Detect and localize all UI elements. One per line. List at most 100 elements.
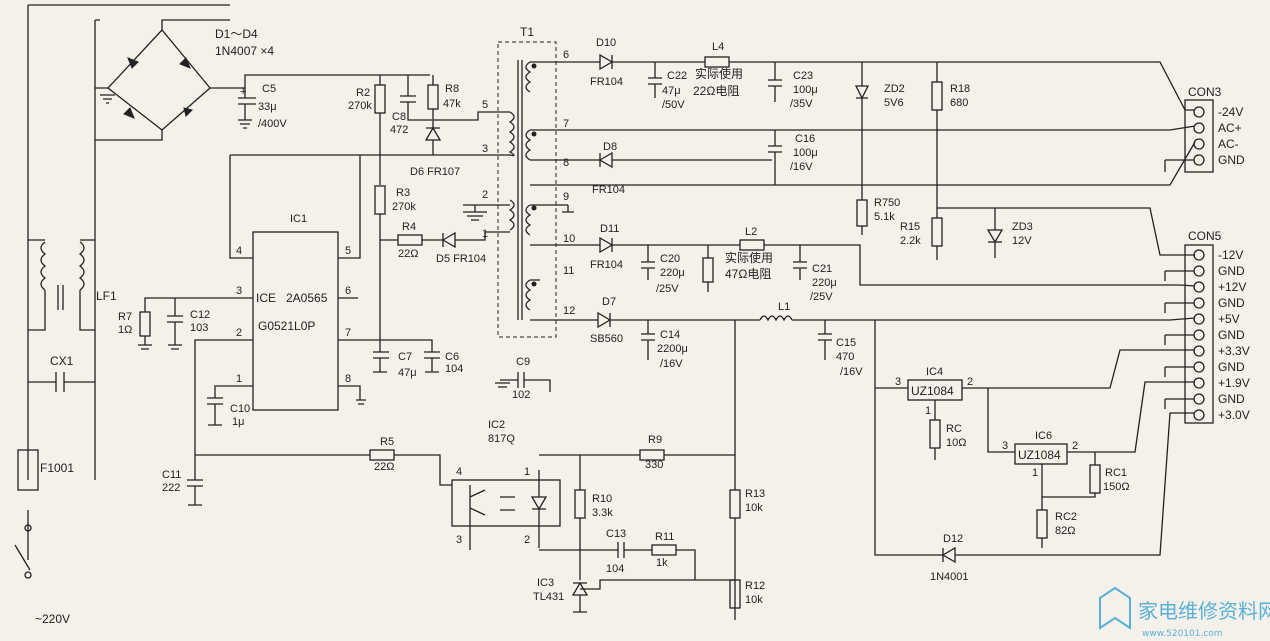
ic1-pin-ice: ICE (256, 291, 276, 305)
t1-pin-3: 3 (482, 143, 488, 155)
l2-label: L2 (745, 226, 757, 238)
r11-label: R11 (655, 531, 674, 543)
zd3-value: 12V (1012, 235, 1032, 247)
c8-label: C8 (392, 111, 406, 123)
d8-part: FR104 (592, 184, 625, 196)
d12-label: D12 (943, 533, 963, 545)
ic1-chip (252, 231, 339, 411)
rc-label: RC (946, 423, 962, 435)
r15-label: R15 (900, 221, 920, 233)
c20-label: C20 (660, 253, 680, 265)
con5-pin-9: +1.9V (1218, 376, 1250, 390)
ic4-pin-1: 1 (925, 405, 931, 417)
con3-pin-2: AC+ (1218, 121, 1242, 135)
ic1-pin-3: 3 (236, 285, 242, 297)
c5-capacitor: + (238, 86, 256, 129)
t1-pin-1: 1 (482, 228, 488, 240)
con5-pin-11: +3.0V (1218, 408, 1250, 422)
d10-part: FR104 (590, 76, 623, 88)
ic1-pin-8: 8 (345, 373, 351, 385)
r750-label: R750 (874, 197, 900, 209)
d10-label: D10 (596, 37, 616, 49)
t1-pin-5: 5 (482, 99, 488, 111)
c11-label: C11 (162, 469, 181, 481)
r8-value: 47k (443, 98, 461, 110)
d1d4-part: 1N4007 ×4 (215, 44, 274, 58)
c23-value: 100μ (793, 84, 818, 96)
l4-note-2: 22Ω电阻 (693, 84, 739, 98)
zd2-value: 5V6 (884, 97, 904, 109)
ic2-pin-3: 3 (456, 534, 462, 546)
r7-value: 1Ω (118, 324, 132, 336)
c10-value: 1μ (232, 416, 244, 428)
ic2-label: IC2 (488, 419, 505, 431)
ic1-part-1: 2A0565 (286, 291, 328, 305)
r2-value: 270k (348, 100, 372, 112)
r7-label: R7 (118, 311, 132, 323)
ic6-label: IC6 (1035, 430, 1052, 442)
ac-input-section: D1～D4 1N4007 ×4 + C5 33μ /400V LF1 CX1 F… (14, 4, 380, 626)
fuse-f1001 (17, 449, 39, 491)
connector-con5 (1164, 244, 1214, 424)
zd3-label: ZD3 (1012, 221, 1033, 233)
c16-label: C16 (795, 133, 815, 145)
con5-pin-3: +12V (1218, 280, 1246, 294)
ic2-pin-2: 2 (524, 534, 530, 546)
l2-note-2: 47Ω电阻 (725, 267, 771, 281)
d1d4-label: D1～D4 (215, 27, 258, 41)
c13-value: 104 (606, 563, 624, 575)
ic1-pin-5: 5 (345, 245, 351, 257)
optocoupler-ic2 (451, 479, 561, 527)
con3-label: CON3 (1188, 85, 1222, 99)
r2-label: R2 (356, 87, 370, 99)
d12-part: 1N4001 (930, 571, 969, 583)
feedback-section: IC2 817Q 4 3 1 2 R9 330 R10 3.3k C13 104… (451, 320, 765, 620)
r5-label: R5 (380, 436, 394, 448)
ic6-part: UZ1084 (1018, 448, 1061, 462)
connector-con3 (1164, 99, 1214, 173)
ic1-pin-7: 7 (345, 327, 351, 339)
t1-label: T1 (520, 25, 534, 39)
t1-pin-8: 8 (563, 157, 569, 169)
lf1-choke (28, 239, 95, 331)
r9-value: 330 (645, 459, 663, 471)
c11-value: 222 (162, 482, 180, 494)
r12-label: R12 (745, 580, 765, 592)
ic3-label: IC3 (537, 577, 554, 589)
con3-pin-3: AC- (1218, 137, 1239, 151)
c14-value: 2200μ (657, 343, 688, 355)
c21-label: C21 (812, 263, 832, 275)
ic4-label: IC4 (926, 366, 943, 378)
r10-value: 3.3k (592, 507, 613, 519)
r8-label: R8 (445, 83, 459, 95)
ic6-pin-2: 2 (1072, 440, 1078, 452)
l1-label: L1 (778, 301, 790, 313)
con5-pin-5: +5V (1218, 312, 1240, 326)
rc-value: 10Ω (946, 437, 966, 449)
t1-pin-12: 12 (563, 305, 575, 317)
con5-pin-7: +3.3V (1218, 344, 1250, 358)
t1-pin-7: 7 (563, 118, 569, 130)
ic4-pin-3: 3 (895, 376, 901, 388)
ic1-pin-6: 6 (345, 285, 351, 297)
r3-value: 270k (392, 201, 416, 213)
ic2-part: 817Q (488, 433, 515, 445)
c16-voltage: /16V (790, 161, 813, 173)
c14-label: C14 (660, 329, 680, 341)
r15-value: 2.2k (900, 235, 921, 247)
d7-label: D7 (602, 296, 616, 308)
c13-label: C13 (606, 528, 626, 540)
watermark: 家电维修资料网 www.520101.com (1099, 586, 1270, 639)
ic1-label: IC1 (290, 213, 307, 225)
c7-value: 47μ (398, 367, 417, 379)
d6-label: D6 FR107 (410, 166, 460, 178)
ic1-pin-4: 4 (236, 245, 242, 257)
c22-label: C22 (667, 70, 687, 82)
c20-voltage: /25V (656, 283, 679, 295)
c6-label: C6 (445, 351, 459, 363)
ic1-pin-1: 1 (236, 373, 242, 385)
rc1-value: 150Ω (1103, 481, 1130, 493)
d11-label: D11 (600, 223, 619, 235)
